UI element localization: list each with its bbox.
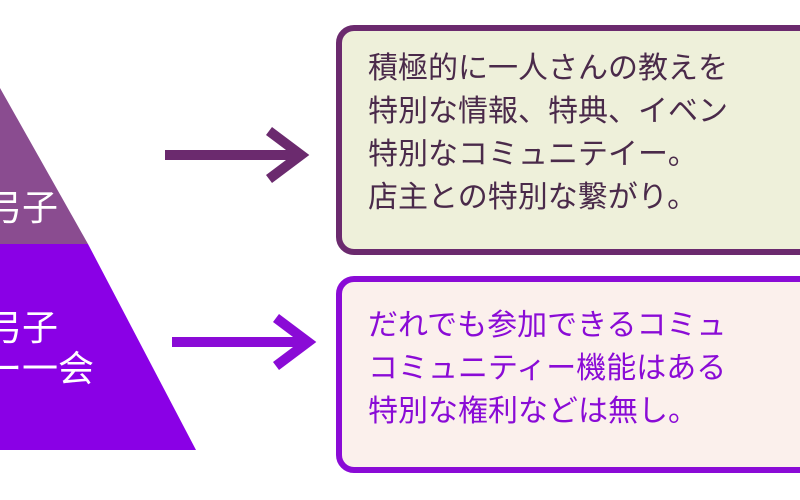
bottom-box-line: 特別な権利などは無し。: [368, 394, 698, 429]
bottom-box-line: だれでも参加できるコミュ: [368, 308, 727, 343]
arrow-top: [165, 127, 310, 183]
bottom-tier-description-box: だれでも参加できるコミュ コミュニティー機能はある 特別な権利などは無し。: [336, 276, 800, 473]
arrow-bottom: [172, 314, 317, 370]
top-box-line: 積極的に一人さんの教えを: [368, 51, 728, 86]
pyramid-top-tier: [0, 88, 88, 244]
top-box-line: 店主との特別な繋がり。: [368, 180, 698, 215]
bottom-box-line: コミュニティー機能はある: [368, 351, 727, 386]
top-box-line: 特別な情報、特典、イベン: [368, 94, 728, 129]
top-box-line: 特別なコミュニテイー。: [368, 137, 698, 172]
pyramid-bottom-tier-label: 弓子 ー一会: [0, 308, 95, 391]
top-tier-description-box: 積極的に一人さんの教えを 特別な情報、特典、イベン 特別なコミュニテイー。 店主…: [336, 25, 800, 255]
pyramid-top-tier-label: 弓子: [0, 188, 59, 229]
pyramid-bottom-tier: [0, 244, 196, 450]
